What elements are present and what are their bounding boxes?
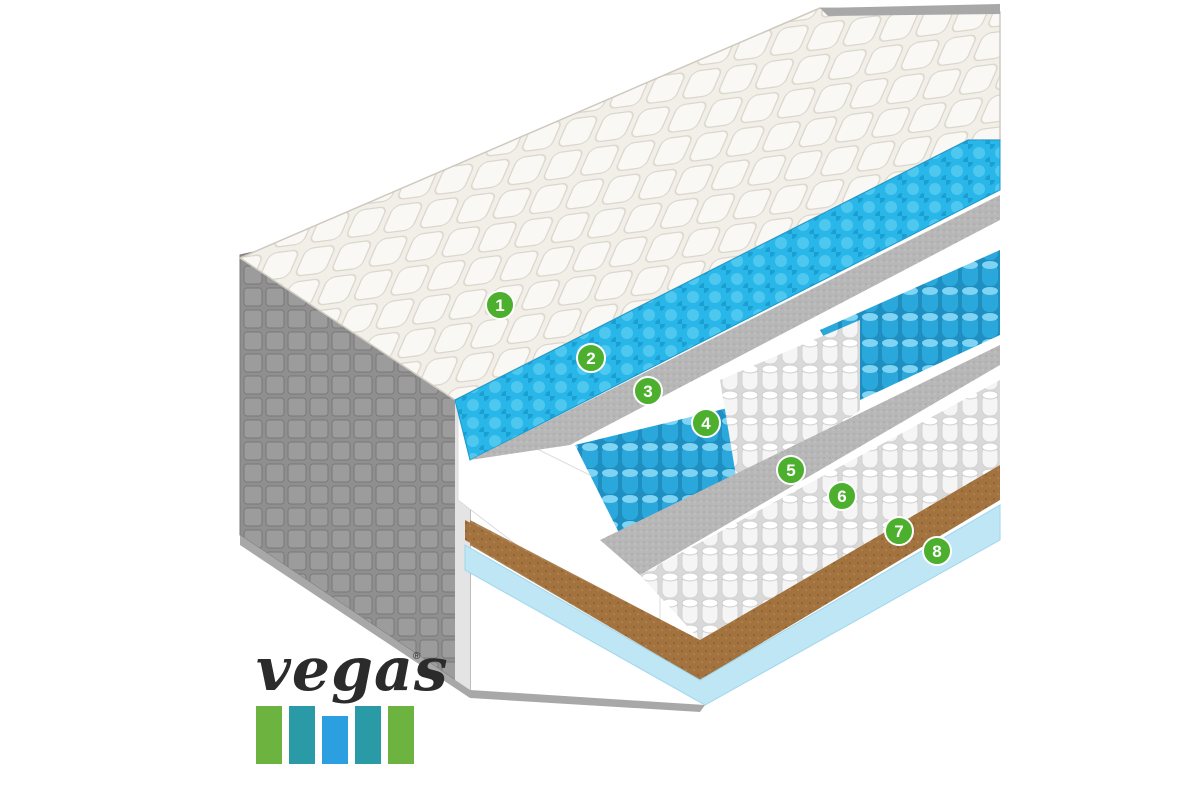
registered-mark: ® <box>413 651 421 662</box>
coir-layer <box>465 465 1000 680</box>
layer-badge-1: 1 <box>485 290 515 320</box>
svg-text:1: 1 <box>495 296 504 315</box>
layer-badge-6: 6 <box>827 481 857 511</box>
layer-badge-4: 4 <box>691 408 721 438</box>
white-springs-upper <box>720 320 860 500</box>
mattress-border <box>820 4 1000 16</box>
svg-text:5: 5 <box>786 461 795 480</box>
svg-text:6: 6 <box>837 487 846 506</box>
logo-bar-2 <box>289 706 315 764</box>
layer-badge-8: 8 <box>922 536 952 566</box>
felt-layer-upper <box>470 195 1000 460</box>
layer-badge-5: 5 <box>776 455 806 485</box>
brand-logo-bars <box>256 704 416 764</box>
layer-badge-2: 2 <box>576 343 606 373</box>
brand-logo-word: vegas <box>256 635 449 705</box>
svg-text:3: 3 <box>643 382 652 401</box>
blue-springs-right <box>820 250 1000 400</box>
layer-badge-7: 7 <box>884 516 914 546</box>
coir-front <box>470 520 700 680</box>
logo-bar-1 <box>256 706 282 764</box>
svg-text:8: 8 <box>932 542 941 561</box>
svg-text:2: 2 <box>586 349 595 368</box>
base-layer <box>464 504 1001 706</box>
logo-bar-5 <box>388 706 414 764</box>
svg-text:4: 4 <box>701 414 711 433</box>
logo-bar-3 <box>322 716 348 764</box>
blue-foam-layer <box>454 139 1001 461</box>
layer-badge-3: 3 <box>633 376 663 406</box>
svg-text:7: 7 <box>894 522 903 541</box>
white-springs-lower <box>640 380 1000 640</box>
logo-bar-4 <box>355 706 381 764</box>
